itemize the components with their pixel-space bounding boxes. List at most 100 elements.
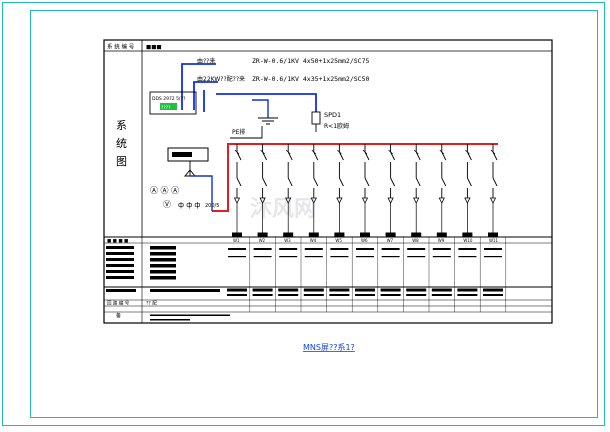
branch-spec-bar (355, 288, 375, 292)
incoming-cable-2 (193, 81, 218, 110)
branch-breaker-cross (439, 149, 445, 155)
side-title-char-2: 统 (116, 137, 127, 150)
ammeter-symbols: Ⓐ Ⓐ Ⓐ (150, 186, 179, 195)
branch-row-bar (253, 248, 272, 250)
branch-spec-bar-2 (355, 294, 375, 296)
branch-breaker (262, 151, 268, 161)
branch-breaker-cross (285, 149, 291, 155)
row-value-block (150, 276, 176, 280)
cable-1-spec: ZR-W-0.6/1KV 4x50+1x25mm2/SC75 (252, 57, 369, 65)
row-label-block (106, 258, 134, 261)
branch-row-bar-2 (304, 256, 323, 258)
branch-breaker-cross (337, 149, 342, 155)
spd-desc: R<1欧姆 (324, 122, 349, 130)
branch-contactor (287, 177, 293, 187)
pe-label: PE排 (232, 128, 245, 136)
remark-bar (150, 314, 230, 316)
branch-code-label: W3 (284, 238, 291, 243)
branch-row-bar (407, 248, 426, 250)
meter-badge (160, 103, 177, 110)
inner-frame (30, 10, 598, 418)
meter-box (149, 91, 197, 115)
branch-spec-bar-2 (431, 294, 452, 296)
branch-code-block (436, 232, 447, 237)
branch-code-label: W7 (387, 238, 394, 243)
branch-breaker (415, 151, 421, 161)
branch-arrow (464, 197, 471, 204)
branch-arrow (387, 197, 394, 204)
branch-row-bar-2 (484, 256, 502, 258)
branch-code-block (385, 232, 396, 237)
spec-bar-main (150, 289, 220, 292)
branch-row-bar (458, 248, 477, 250)
branch-spec-bar (252, 288, 273, 292)
row-value-block (150, 246, 176, 250)
main-switch-fill (172, 152, 192, 157)
branch-contactor (364, 177, 370, 187)
branch-contactor (236, 177, 242, 187)
ct-ratio: 200/5 (205, 203, 219, 209)
main-busbar (212, 143, 498, 212)
branch-contactor (466, 177, 472, 187)
meter-box-label: DDS 2972 5(?? (152, 96, 186, 102)
branch-arrow (336, 197, 343, 204)
branch-row-bar (432, 248, 451, 250)
branch-row-bar-2 (330, 256, 349, 258)
cable-2-prefix: 由22KW??配??来 (197, 75, 245, 83)
branch-row-bar (330, 248, 349, 250)
branch-code-label: W9 (438, 238, 445, 243)
pe-wire (230, 126, 263, 139)
row-label-block (106, 264, 134, 267)
branch-spec-bar (303, 288, 324, 292)
row-label-value: ?? 配 (146, 301, 157, 307)
cable-2-spec: ZR-W-0.6/1KV 4x35+1x25mm2/SC50 (252, 75, 369, 83)
incoming-cable-1 (181, 63, 216, 110)
branch-contactor (441, 177, 447, 187)
branch-code-label: W2 (259, 238, 266, 243)
main-switch-block (167, 147, 209, 162)
branch-contactor (415, 177, 421, 187)
branch-spec-bar-2 (303, 294, 324, 296)
watermark: 沐风网 (250, 197, 316, 222)
branch-code-block (360, 232, 370, 237)
row-value-block (150, 252, 176, 256)
branch-spec-bar (431, 288, 452, 292)
branch-breaker-cross (362, 149, 368, 155)
branch-code-label: W5 (335, 238, 342, 243)
branch-breaker-cross (260, 149, 265, 155)
row-label-code: 回 路 编 号 (107, 300, 130, 307)
branch-arrow (233, 197, 241, 204)
row-label-block (106, 276, 134, 279)
branch-row-bar-2 (432, 256, 451, 258)
row-value-block (150, 270, 176, 274)
row-label-block (106, 270, 134, 273)
row-label-first: ■ ■ ■ ■ (107, 239, 128, 244)
branch-breaker (236, 151, 242, 161)
branch-breaker (492, 151, 498, 161)
row-label-block (106, 246, 134, 249)
branch-contactor (262, 177, 268, 187)
branch-code-label: W8 (412, 238, 419, 243)
branch-code-label: W4 (310, 238, 317, 243)
branch-row-bar-2 (381, 256, 400, 258)
branch-code-label: W6 (361, 238, 368, 243)
branch-code-block (283, 232, 294, 237)
branch-circuits (233, 144, 498, 237)
branch-code-block (232, 232, 242, 237)
busbar-feed (190, 175, 213, 211)
row-label-block (106, 252, 134, 255)
branch-breaker-cross (465, 149, 470, 155)
branch-arrow (438, 197, 445, 204)
branch-breaker (466, 151, 472, 161)
branch-code-label: W1 (233, 238, 240, 243)
ct-symbols: ф ф ф (178, 201, 200, 209)
branch-arrow (259, 197, 266, 204)
branch-spec-bar (278, 288, 299, 292)
side-title-char-3: 图 (116, 155, 127, 168)
branch-contactor (390, 177, 396, 187)
branch-spec-bar (406, 288, 427, 292)
branch-spec-bar-2 (252, 294, 273, 296)
branch-breaker (364, 151, 370, 161)
branch-breaker (287, 151, 293, 161)
